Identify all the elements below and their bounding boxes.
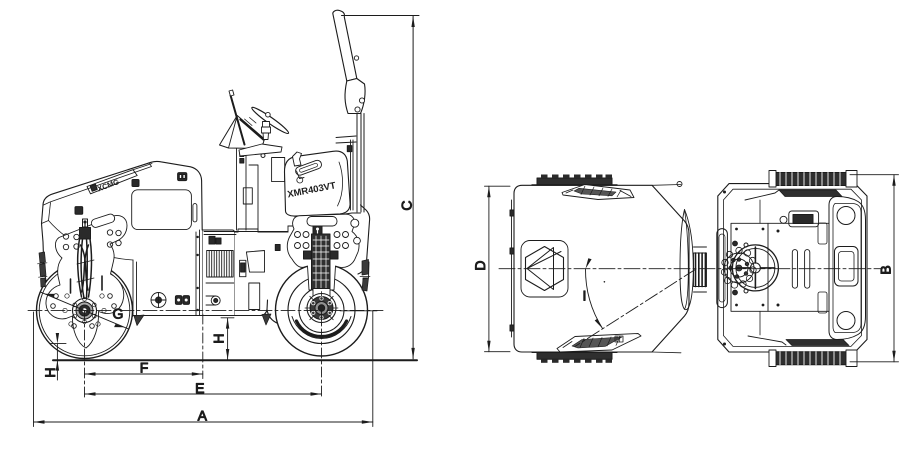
svg-text:H: H [42, 367, 58, 377]
svg-text:G: G [113, 306, 124, 322]
svg-text:H: H [211, 333, 227, 343]
svg-text:B: B [878, 265, 894, 274]
svg-text:F: F [140, 360, 149, 376]
svg-text:E: E [195, 380, 204, 396]
svg-text:A: A [198, 408, 208, 424]
svg-text:D: D [472, 260, 488, 270]
svg-text:I: I [583, 288, 587, 304]
svg-text:C: C [399, 200, 415, 210]
